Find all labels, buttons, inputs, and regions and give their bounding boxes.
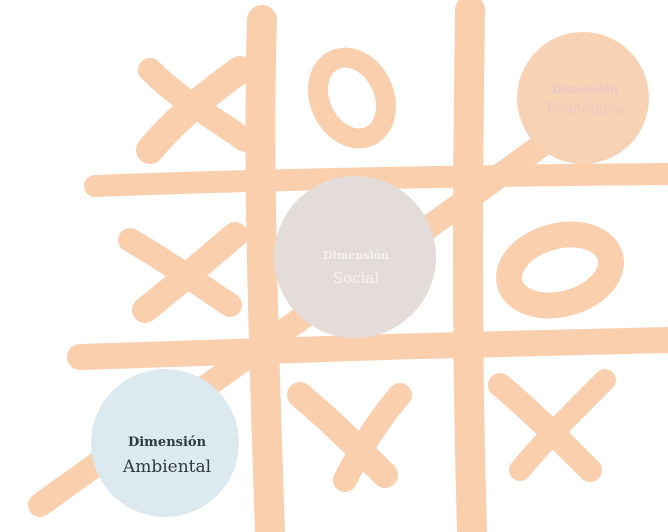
x-mark-bottom-right-b (509, 369, 616, 481)
x-mark-bottom-middle-b (333, 383, 412, 492)
o-mark-middle-right (496, 221, 624, 319)
board-line-vertical-right (453, 0, 487, 532)
board-line-horizontal-bottom (67, 327, 668, 370)
bubble-ambiental: Dimensión Ambiental (91, 369, 239, 517)
bubble-ambiental-line1: Dimensión (128, 435, 207, 450)
bubble-ambiental-circle (91, 369, 239, 517)
x-mark-bottom-middle-a (287, 382, 398, 488)
bubble-social: Dimensión Social (274, 176, 436, 338)
bubble-economica-line2: Económica (546, 101, 624, 117)
x-mark-top-left-b (136, 56, 254, 164)
bubble-economica: Dimensión Económica (517, 32, 649, 164)
x-mark-middle-left-b (132, 222, 248, 323)
bubble-social-line1: Dimensión (323, 249, 389, 262)
bubble-social-circle (274, 176, 436, 338)
board-line-vertical-left (245, 5, 285, 532)
o-mark-top-middle (307, 47, 397, 149)
bubble-ambiental-line2: Ambiental (122, 457, 211, 477)
bubble-economica-circle (517, 32, 649, 164)
bubble-economica-line1: Dimensión (552, 83, 618, 96)
bubble-social-line2: Social (333, 269, 379, 287)
